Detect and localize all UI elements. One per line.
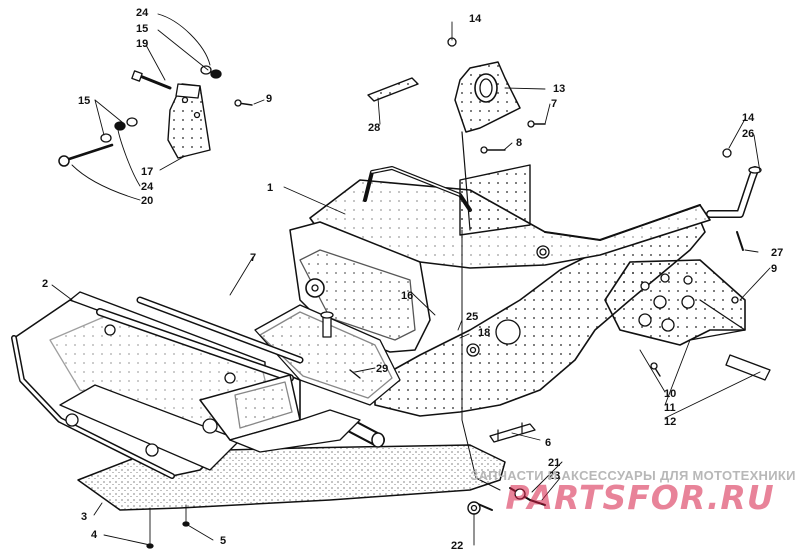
- callout-8: 8: [516, 137, 522, 149]
- callout-16: 16: [401, 290, 413, 302]
- plate-28: [367, 77, 419, 102]
- strip-6: [489, 422, 536, 443]
- callout-17: 17: [141, 166, 153, 178]
- bolt-19: [131, 70, 172, 90]
- callout-22: 22: [451, 540, 463, 552]
- gusset-plate: [447, 37, 521, 231]
- front-frame: [11, 291, 361, 479]
- callout-24-left: 24: [141, 181, 154, 193]
- strip-12: [725, 354, 771, 381]
- cable-linkage: [461, 229, 546, 515]
- screw-9-upper: [234, 99, 253, 107]
- callout-28: 28: [368, 122, 380, 134]
- callout-6: 6: [545, 437, 551, 449]
- callout-20: 20: [141, 195, 153, 207]
- callout-21: 21: [548, 457, 560, 469]
- bolt-20: [58, 117, 138, 167]
- callout-25: 25: [466, 311, 478, 323]
- callout-15-top: 15: [136, 23, 148, 35]
- callout-14-right: 14: [742, 112, 755, 124]
- callout-7-left: 7: [250, 252, 256, 264]
- callout-7-upper: 7: [551, 98, 557, 110]
- callout-4: 4: [91, 529, 98, 541]
- callout-29: 29: [376, 363, 388, 375]
- washer-nut-top: [200, 65, 222, 79]
- callout-10: 10: [664, 388, 676, 400]
- callout-3: 3: [81, 511, 87, 523]
- rivet-29: [349, 369, 361, 379]
- rear-footrest-plate: [604, 259, 746, 346]
- rivet-7-upper: [527, 120, 546, 128]
- callout-9-right: 9: [771, 263, 777, 275]
- callout-27: 27: [771, 247, 783, 259]
- callout-14-top: 14: [469, 13, 482, 25]
- grab-handle: [706, 148, 762, 251]
- leader-lines: [51, 13, 771, 546]
- rivet-10: [650, 362, 661, 377]
- steering-bracket: [167, 83, 211, 159]
- callout-18: 18: [478, 327, 490, 339]
- callout-15-left: 15: [78, 95, 90, 107]
- callout-13: 13: [553, 83, 565, 95]
- bracket-8: [459, 146, 531, 236]
- callout-11: 11: [664, 402, 676, 414]
- callout-24-top: 24: [136, 7, 149, 19]
- watermark-brand: PARTSFOR.RU: [505, 478, 775, 517]
- main-chassis: [254, 166, 711, 448]
- callout-12: 12: [664, 416, 676, 428]
- callout-9-upper: 9: [266, 93, 272, 105]
- callout-26: 26: [742, 128, 754, 140]
- callout-23: 23: [548, 470, 560, 482]
- screws-4-5: [146, 504, 190, 549]
- callout-19: 19: [136, 38, 148, 50]
- callout-5: 5: [220, 535, 226, 547]
- callout-2: 2: [42, 278, 48, 290]
- watermark-subtitle: ЗАПЧАСТИ И АКСЕССУАРЫ ДЛЯ МОТОТЕХНИКИ: [470, 468, 796, 483]
- callout-1: 1: [267, 182, 273, 194]
- callout-labels: 24 15 19 15 9 17 24 20 14 13 7 28 8 14 2…: [42, 7, 783, 552]
